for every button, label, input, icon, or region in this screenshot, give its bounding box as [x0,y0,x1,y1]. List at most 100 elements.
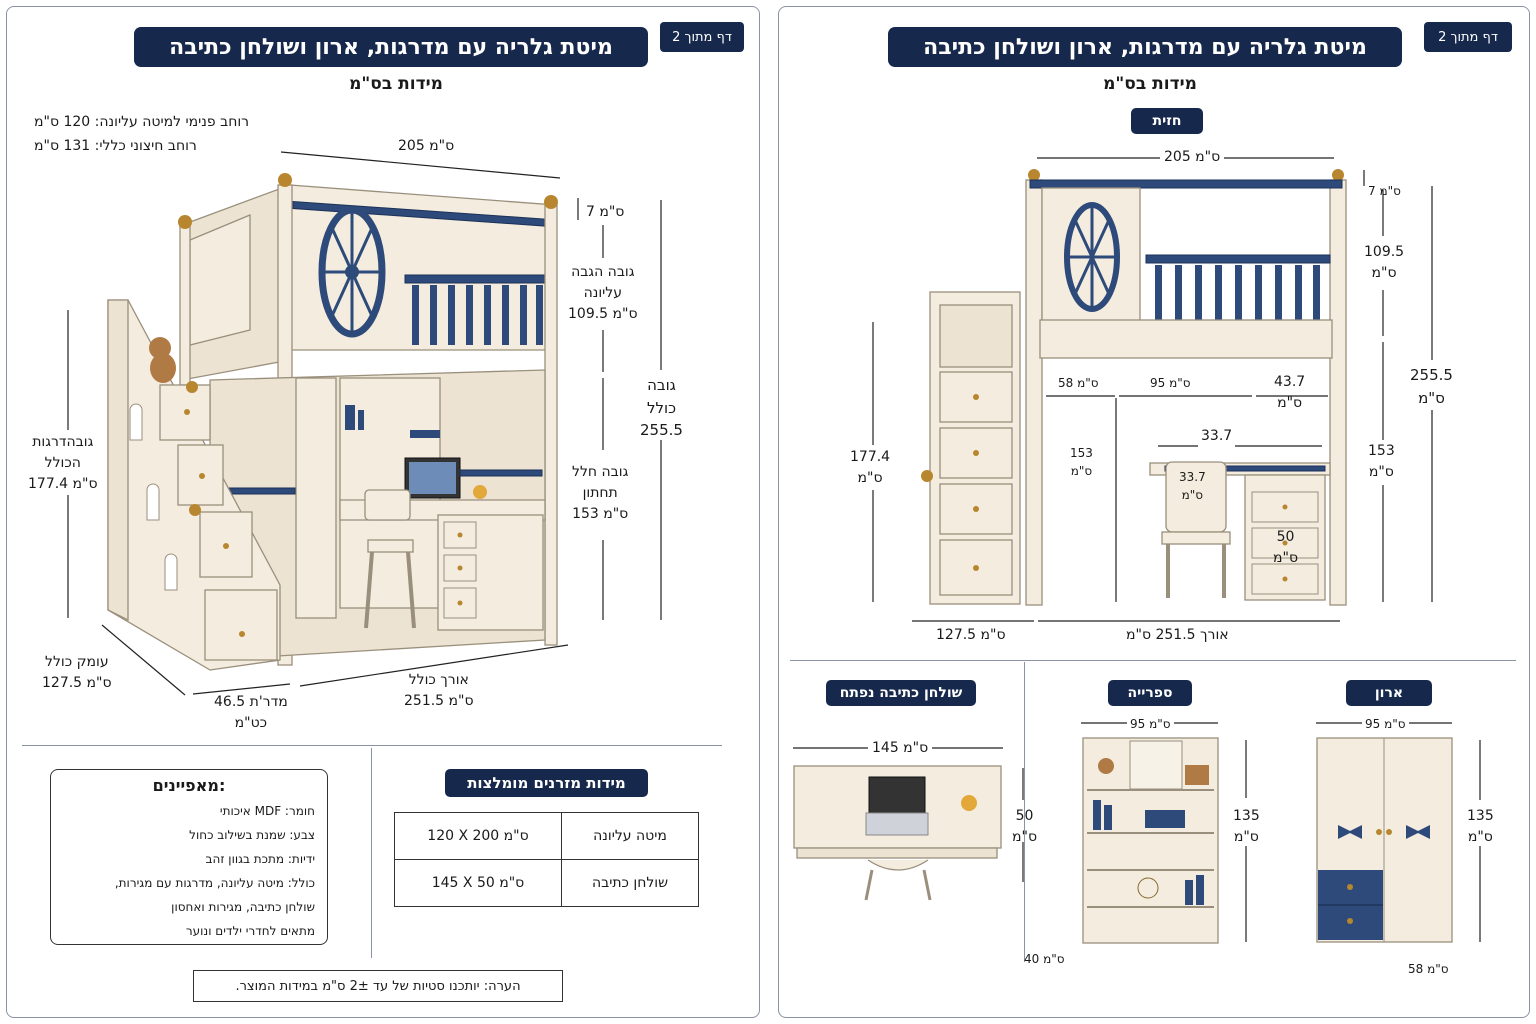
front-dim-1095: 109.5 ס"מ [1364,242,1404,284]
total-height-line1: גובה [647,376,676,394]
left-dim-205: 205 ס"מ [398,138,455,154]
shelf-width-label: 95 ס"מ [1127,715,1174,733]
left-page-title: מיטת גלריה עם מדרגות, ארון ושולחן כתיבה [134,27,648,67]
under-height-line2: תחתון [582,485,618,501]
wardrobe-width-label: 95 ס"מ [1362,715,1409,733]
right-subtitle: מידות בס"מ [1103,74,1197,94]
chair-dim-unit: ס"מ [1181,488,1204,502]
mattress-label: מיטה עליונה [561,812,699,860]
left-step-label: 46.5 מדר'ת כט"מ [214,692,288,734]
feature-item: ידיות: מתכת בגוון זהב [205,852,315,866]
left-length-label: אורך כולל 251.5 ס"מ [404,670,474,712]
desk-depth-unit: ס"מ [1012,829,1038,845]
bookshelf-component-label: ספרייה [1108,680,1192,706]
mattress-label: שולחן כתיבה [561,859,699,907]
shelf-height-label: 135 ס"מ [1233,806,1260,848]
dim-437-value: 43.7 [1274,374,1306,390]
drawer-dim-value: 50 [1276,529,1295,545]
dim-2555-unit: ס"מ [1418,388,1445,407]
right-page-tag: דף מתוך 2 [1424,22,1512,52]
feature-item: חומר: MDF איכותי [219,804,315,818]
dim-1095-unit: ס"מ [1371,265,1397,281]
mattress-value: 120 X 200 ס"מ [394,812,562,860]
front-dim-1774: 177.4 ס"מ [850,447,890,489]
tolerance-note: הערה: יותכנו סטיות של עד 2± ס"מ במידות ה… [193,970,563,1002]
depth-line2: 127.5 ס"מ [42,675,112,691]
desk-depth-label: 50 ס"מ [1012,806,1037,848]
dim-437-unit: ס"מ [1277,395,1303,411]
front-dim-2555: 255.5 ס"מ [1410,364,1453,409]
left-rail-height-label: גובה הגבה עליונה 109.5 ס"מ [568,262,638,325]
wardrobe-height-value: 135 [1467,808,1494,824]
dim-153-inner-unit: ס"מ [1070,464,1093,478]
rail-height-line2: עליונה [583,285,622,301]
features-title: מאפיינים: [152,776,226,795]
dim-153-outer-unit: ס"מ [1368,464,1394,480]
length-line2: 251.5 ס"מ [404,693,474,709]
total-height-line3: 255.5 [640,421,683,439]
dim-1774-unit: ס"מ [857,470,883,486]
dim-153-outer-value: 153 [1368,443,1395,459]
under-height-line3: 153 ס"מ [572,506,629,522]
left-subtitle: מידות בס"מ [349,74,443,94]
front-dim-437: 43.7 ס"מ [1274,372,1305,414]
total-height-line2: כולל [646,398,677,417]
stairs-height-line3: 177.4 ס"מ [28,476,98,492]
desk-component-label: שולחן כתיבה נפתח [826,680,976,706]
length-line1: אורך כולל [408,672,469,688]
dim-2555-value: 255.5 [1410,366,1453,384]
table-row: 120 X 200 ס"מ מיטה עליונה [394,812,699,860]
chair-dim-value: 33.7 [1179,470,1206,484]
front-dim-95: 95 ס"מ [1150,376,1191,390]
right-page-title: מיטת גלריה עם מדרגות, ארון ושולחן כתיבה [888,27,1402,67]
loft-bed-front-elevation [872,157,1433,622]
front-dim-153-outer: 153 ס"מ [1368,441,1395,483]
shelf-height-unit: ס"מ [1233,829,1259,845]
left-under-height-label: גובה חלל תחתון 153 ס"מ [572,462,628,525]
wardrobe-height-unit: ס"מ [1467,829,1493,845]
inner-width-label: רוחב פנימי למיטה עליונה: 120 ס"מ [34,114,250,130]
right-horizontal-divider [790,660,1516,661]
left-page-tag: דף מתוך 2 [660,22,744,52]
stairs-height-line1: גובהדרגות [32,434,94,450]
rail-height-line1: גובה הגבה [571,264,635,280]
table-row: 145 X 50 ס"מ שולחן כתיבה [394,859,699,907]
front-dim-1275: 127.5 ס"מ [936,627,1006,643]
front-dim-58: 58 ס"מ [1058,376,1099,390]
desk-width-label: 145 ס"מ [868,738,933,759]
dim-153-inner-value: 153 [1070,446,1093,460]
under-height-line1: גובה חלל [572,464,629,480]
components-illustrations [793,722,1481,944]
left-depth-label: עומק כולל 127.5 ס"מ [42,652,112,694]
shelf-height-value: 135 [1233,808,1260,824]
front-dim-2515: אורך 251.5 ס"מ [1126,627,1229,643]
features-box: מאפיינים: חומר: MDF איכותי צבע: שמנת בשי… [50,769,328,945]
left-total-height-label: גובה כולל 255.5 [640,374,683,442]
left-vertical-divider [371,748,372,958]
left-dim-7: 7 ס"מ [586,204,625,220]
desk-drawer-dim-50: 50 ס"מ [1273,527,1298,569]
drawer-dim-unit: ס"מ [1273,550,1299,566]
step-line1: 46.5 מדר'ת [214,694,288,710]
front-dim-337: 33.7 [1198,426,1236,447]
feature-item: כולל: מיטה עליונה, מדרגות עם מגירות, [114,876,315,890]
feature-item: מתאים לחדרי ילדים ונוער [185,924,315,938]
right-vertical-divider [1024,662,1025,962]
left-stairs-height-label: גובהדרגות הכולל 177.4 ס"מ [28,432,98,495]
dim-1095-value: 109.5 [1364,244,1405,260]
mattress-table: 120 X 200 ס"מ מיטה עליונה 145 X 50 ס"מ ש… [394,812,699,907]
rail-height-line3: 109.5 ס"מ [568,306,638,322]
feature-item: צבע: שמנת בשילוב כחול [189,828,315,842]
left-horizontal-divider [22,745,722,746]
feature-item: שולחן כתיבה, מגירות ואחסון [171,900,315,914]
wardrobe-component-label: ארון [1346,680,1432,706]
stairs-height-line2: הכולל [44,455,81,471]
step-line2: כט"מ [234,715,268,731]
mattress-header: מידות מזרנים מומלצות [445,769,648,797]
outer-width-label: רוחב חיצוני כללי: 131 ס"מ [34,138,197,154]
features-list: חומר: MDF איכותי צבע: שמנת בשילוב כחול י… [51,799,327,943]
front-view-label: חזית [1131,108,1203,134]
shelf-depth-label: 40 ס"מ [1024,952,1065,966]
dim-1774-value: 177.4 [850,449,891,465]
desk-depth-value: 50 [1015,808,1034,824]
